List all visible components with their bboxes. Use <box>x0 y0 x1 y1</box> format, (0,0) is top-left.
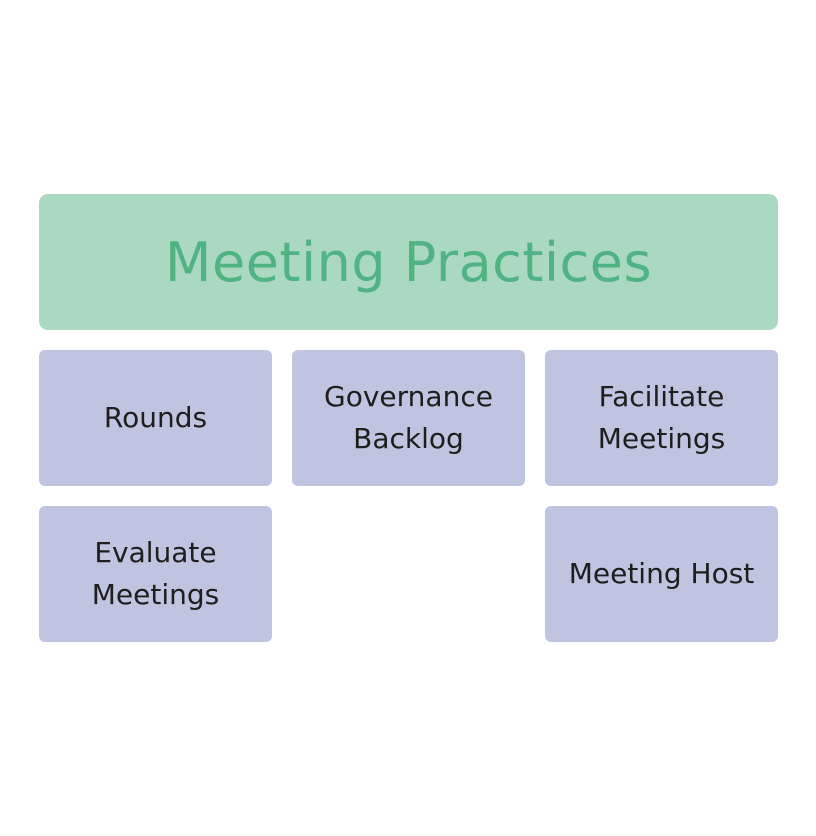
meeting-practices-header: Meeting Practices <box>39 194 778 330</box>
card-label: Facilitate Meetings <box>597 380 726 455</box>
card-meeting-host: Meeting Host <box>545 506 778 642</box>
card-label: Governance Backlog <box>324 380 493 455</box>
card-label: Meeting Host <box>568 557 755 590</box>
card-facilitate-meetings: Facilitate Meetings <box>545 350 778 486</box>
header-title: Meeting Practices <box>164 230 653 294</box>
card-governance-backlog: Governance Backlog <box>292 350 525 486</box>
card-rounds: Rounds <box>39 350 272 486</box>
card-label: Rounds <box>103 401 208 434</box>
card-evaluate-meetings: Evaluate Meetings <box>39 506 272 642</box>
card-label: Evaluate Meetings <box>91 536 220 611</box>
